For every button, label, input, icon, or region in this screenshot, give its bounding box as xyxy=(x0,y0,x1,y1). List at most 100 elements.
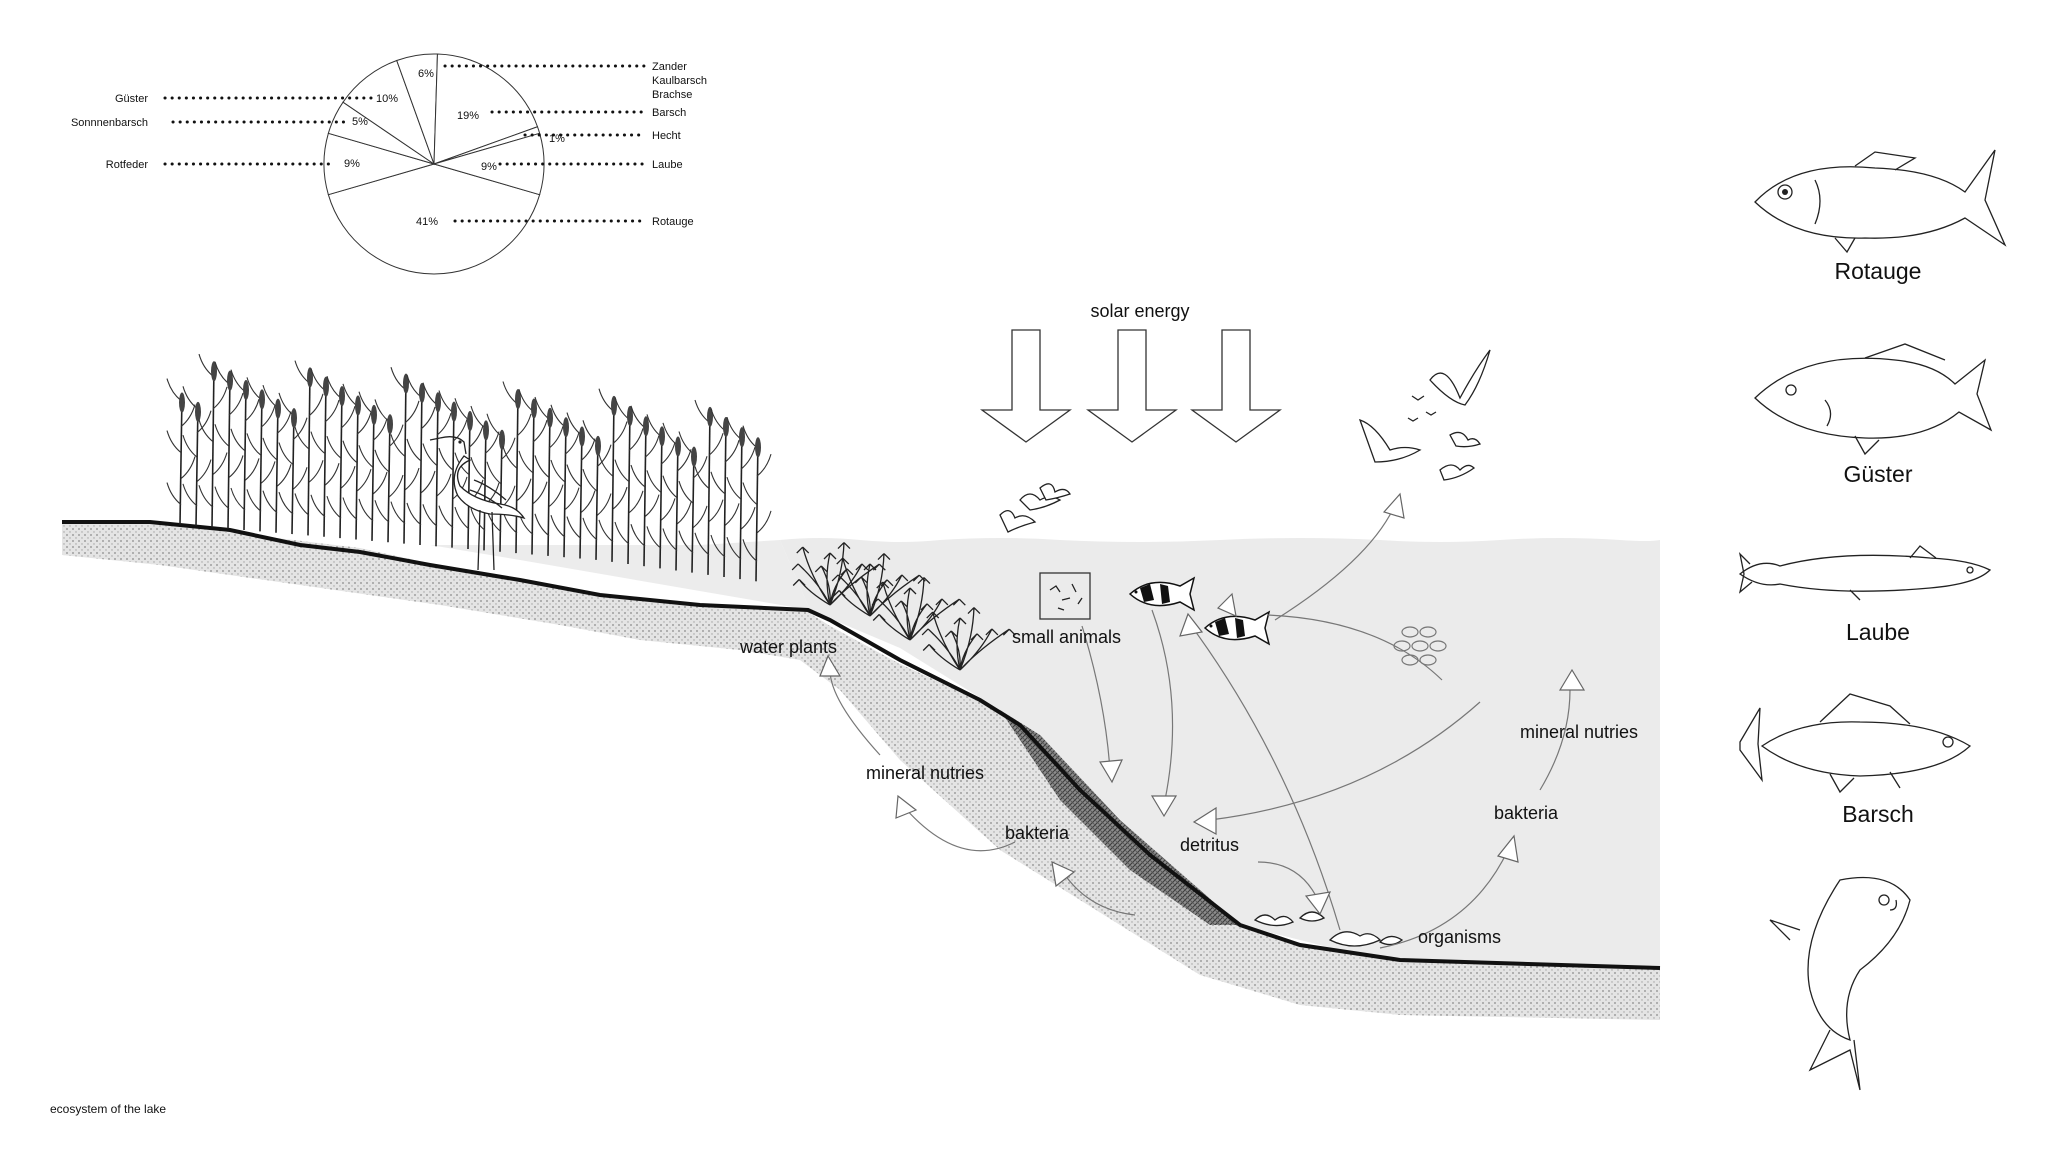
label-mineral-nutries-left: mineral nutries xyxy=(866,763,984,783)
reed-stalk-33 xyxy=(707,408,711,575)
fish-label-barsch: Barsch xyxy=(1842,801,1914,827)
arrow-organisms-bakteria xyxy=(1379,849,1509,949)
shoreline-profile xyxy=(62,520,1661,970)
reed-stalk-5 xyxy=(259,391,263,532)
reed-stalk-19 xyxy=(483,422,487,551)
reed-plume-36 xyxy=(755,437,761,458)
reed-stalk-21 xyxy=(515,391,519,554)
reed-plume-1 xyxy=(195,401,201,422)
pie-pct-laube: 9% xyxy=(481,161,497,173)
reed-leaves-3 xyxy=(214,361,244,510)
reed-leaves-1 xyxy=(182,386,212,507)
reed-leaves-35 xyxy=(726,416,756,560)
pie-label-kaulbarsch: Kaulbarsch xyxy=(652,75,707,87)
reed-plume-32 xyxy=(691,446,697,467)
reed-stalk-7 xyxy=(291,410,295,535)
water-plant-bush-2 xyxy=(871,577,966,641)
reed-stalk-35 xyxy=(739,429,743,580)
reed-stalk-12 xyxy=(371,406,375,541)
arrow-animals-detritus xyxy=(1081,625,1111,771)
reed-leaves-29 xyxy=(630,405,660,547)
pie-pct-rotauge: 41% xyxy=(416,216,438,228)
reed-plume-7 xyxy=(291,408,297,429)
reed-plume-34 xyxy=(723,416,729,437)
pie-label-hecht: Hecht xyxy=(652,130,681,142)
reed-leaves-5 xyxy=(246,377,276,512)
reed-stalk-10 xyxy=(339,388,343,539)
label-bakteria-left: bakteria xyxy=(1005,823,1070,843)
pie-leader-lines xyxy=(163,64,647,223)
reed-leaves-9 xyxy=(310,368,340,518)
reed-stalk-30 xyxy=(659,428,663,569)
shallow-water xyxy=(430,540,810,610)
reed-plume-3 xyxy=(227,370,233,391)
pie-pct-hecht: 1% xyxy=(549,133,565,145)
reed-stalk-26 xyxy=(595,437,599,560)
reed-leaves-13 xyxy=(374,399,404,523)
pie-label-rotfeder: Rotfeder xyxy=(106,159,149,171)
reed-stalk-1 xyxy=(195,403,199,526)
reed-stalk-4 xyxy=(243,381,247,531)
pie-slices xyxy=(323,53,545,275)
reed-stalk-9 xyxy=(323,378,327,537)
pie-label-sonnenbarsch: Sonnnenbarsch xyxy=(71,117,148,129)
pie-label-laube: Laube xyxy=(652,159,683,171)
reed-plume-21 xyxy=(515,389,521,410)
reed-plume-15 xyxy=(419,382,425,403)
reed-leaves-31 xyxy=(662,422,692,551)
reed-plume-17 xyxy=(451,401,457,422)
reed-plume-6 xyxy=(275,398,281,419)
pie-label-zander: Zander xyxy=(652,61,687,73)
small-animals-box xyxy=(1039,572,1091,620)
reed-stalk-25 xyxy=(579,428,583,559)
reed-plume-18 xyxy=(467,411,473,432)
label-detritus: detritus xyxy=(1180,835,1239,855)
reed-stalk-18 xyxy=(467,413,471,550)
solar-energy-arrows xyxy=(980,329,1282,443)
reed-plume-9 xyxy=(323,376,329,397)
reed-stalk-6 xyxy=(275,400,279,533)
reed-stalk-24 xyxy=(563,419,567,558)
reed-stalk-27 xyxy=(611,397,615,562)
reed-leaves-28 xyxy=(614,397,644,545)
reed-plume-14 xyxy=(403,373,409,394)
reed-stalk-28 xyxy=(627,408,631,565)
reed-stalk-23 xyxy=(547,409,551,556)
reed-plume-26 xyxy=(595,435,601,456)
arrow-sediment-bakteria xyxy=(1064,874,1136,916)
swimming-fish-2-icon xyxy=(1203,610,1271,646)
diagram-caption: ecosystem of the lake xyxy=(50,1102,166,1116)
solar-arrow-1 xyxy=(980,329,1072,443)
reed-leaves-33 xyxy=(694,399,724,556)
arrow-eggs-detritus xyxy=(1209,701,1481,821)
lake-cross-section xyxy=(62,520,1661,1020)
reed-stalk-36 xyxy=(755,439,759,582)
reed-plume-0 xyxy=(179,392,185,413)
reed-leaves-36 xyxy=(742,425,772,562)
label-mineral-nutries-right: mineral nutries xyxy=(1520,722,1638,742)
reed-leaves-23 xyxy=(534,396,564,537)
bottom-organisms-icon xyxy=(1253,911,1404,947)
pie-label-rotauge: Rotauge xyxy=(652,216,694,228)
reed-plume-28 xyxy=(627,406,633,427)
reed-leaves-7 xyxy=(278,392,308,515)
guester-fish-icon xyxy=(1754,343,1993,456)
pie-slice-5 xyxy=(433,53,539,165)
heron-icon xyxy=(429,436,526,571)
reed-leaves-27 xyxy=(598,388,628,543)
reed-leaves-0 xyxy=(166,378,196,505)
reed-leaves-19 xyxy=(470,405,500,531)
reed-leaves-2 xyxy=(198,353,228,508)
arrow-bakteria-nutries-left xyxy=(904,807,1016,852)
reed-stalk-0 xyxy=(179,394,183,525)
reed-stalk-17 xyxy=(451,403,455,548)
reed-plume-2 xyxy=(211,361,217,382)
fish-label-laube: Laube xyxy=(1846,619,1910,645)
reed-stalk-8 xyxy=(307,369,311,536)
pie-slice-0 xyxy=(327,163,541,275)
reed-leaves-4 xyxy=(230,369,260,511)
fish-label-guester: Güster xyxy=(1843,461,1912,487)
reed-plume-23 xyxy=(547,407,553,428)
laube-fish-icon xyxy=(1738,545,1992,601)
